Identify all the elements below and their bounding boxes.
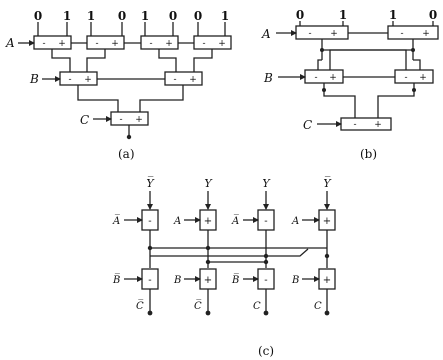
select-label: A̅ (112, 215, 120, 227)
top-input-label: Y (262, 177, 271, 190)
input-digit: 1 (339, 8, 347, 22)
plus-symbol: + (422, 29, 430, 39)
output-node (324, 310, 330, 316)
mux-block (340, 117, 392, 131)
minus-symbol: - (353, 120, 356, 130)
plus-symbol: + (323, 275, 331, 286)
mux-block (304, 69, 344, 84)
minus-symbol: - (308, 29, 311, 39)
caption-c: (c) (258, 344, 274, 358)
output-label: C̅ (136, 300, 144, 312)
output-node (126, 134, 132, 140)
select-label: B̅ (112, 274, 120, 286)
minus-symbol: - (119, 115, 122, 125)
subfigure-a: 0 1 1 0 1 0 0 1 - + - + - + - + A (5, 9, 232, 161)
plus-symbol: + (204, 275, 212, 286)
caption-b: (b) (360, 147, 377, 161)
output-node (263, 310, 269, 316)
input-digit: 1 (389, 8, 397, 22)
minus-symbol: - (68, 75, 71, 85)
select-label: A (291, 216, 299, 227)
input-digit: 1 (63, 9, 71, 23)
plus-symbol: + (58, 39, 66, 49)
minus-symbol: - (95, 39, 98, 49)
input-digit: 1 (87, 9, 95, 23)
select-label: B (173, 275, 181, 286)
input-digit: 0 (118, 9, 126, 23)
select-label-a: A (261, 27, 271, 41)
select-label-b: B (263, 71, 273, 85)
subfigure-c: Y̅ Y Y Y̅ - + - + A̅ A A̅ A (112, 176, 336, 358)
minus-symbol: - (173, 75, 176, 85)
plus-symbol: + (84, 75, 92, 85)
plus-symbol: + (165, 39, 173, 49)
plus-symbol: + (374, 120, 382, 130)
output-node (147, 310, 153, 316)
input-digit: 0 (169, 9, 177, 23)
output-node (205, 310, 211, 316)
minus-symbol: - (148, 275, 151, 286)
plus-symbol: + (111, 39, 119, 49)
subfigure-b: 0 1 1 0 - + - + A - + - + (261, 8, 439, 161)
caption-a: (a) (118, 147, 135, 161)
select-label-a: A (5, 36, 15, 50)
select-label-b: B (29, 72, 39, 86)
minus-symbol: - (148, 216, 151, 227)
output-label: C (253, 301, 261, 312)
select-label: B (291, 275, 299, 286)
select-label: A (173, 216, 181, 227)
mux-block (387, 25, 439, 40)
input-digit: 0 (194, 9, 202, 23)
plus-symbol: + (218, 39, 226, 49)
top-input-label: Y̅ (146, 176, 155, 190)
minus-symbol: - (400, 29, 403, 39)
plus-symbol: + (419, 73, 427, 83)
mux-block (394, 69, 434, 84)
top-input-label: Y̅ (323, 176, 332, 190)
input-digit: 1 (221, 9, 229, 23)
select-label: A̅ (231, 215, 239, 227)
input-digit: 0 (296, 8, 304, 22)
plus-symbol: + (189, 75, 197, 85)
plus-symbol: + (329, 73, 337, 83)
minus-symbol: - (314, 73, 317, 83)
minus-symbol: - (202, 39, 205, 49)
minus-symbol: - (42, 39, 45, 49)
input-digit: 1 (141, 9, 149, 23)
minus-symbol: - (264, 275, 267, 286)
input-digit: 0 (429, 8, 437, 22)
top-input-label: Y (204, 177, 213, 190)
plus-symbol: + (135, 115, 143, 125)
mux-block (295, 25, 349, 40)
output-label: C (314, 301, 322, 312)
minus-symbol: - (149, 39, 152, 49)
plus-symbol: + (330, 29, 338, 39)
minus-symbol: - (264, 216, 267, 227)
plus-symbol: + (204, 216, 212, 227)
select-label-c: C (303, 118, 312, 132)
select-label: B̅ (231, 274, 239, 286)
input-digit: 0 (34, 9, 42, 23)
select-label-c: C (80, 113, 89, 127)
output-label: C̅ (194, 300, 202, 312)
minus-symbol: - (404, 73, 407, 83)
plus-symbol: + (323, 216, 331, 227)
